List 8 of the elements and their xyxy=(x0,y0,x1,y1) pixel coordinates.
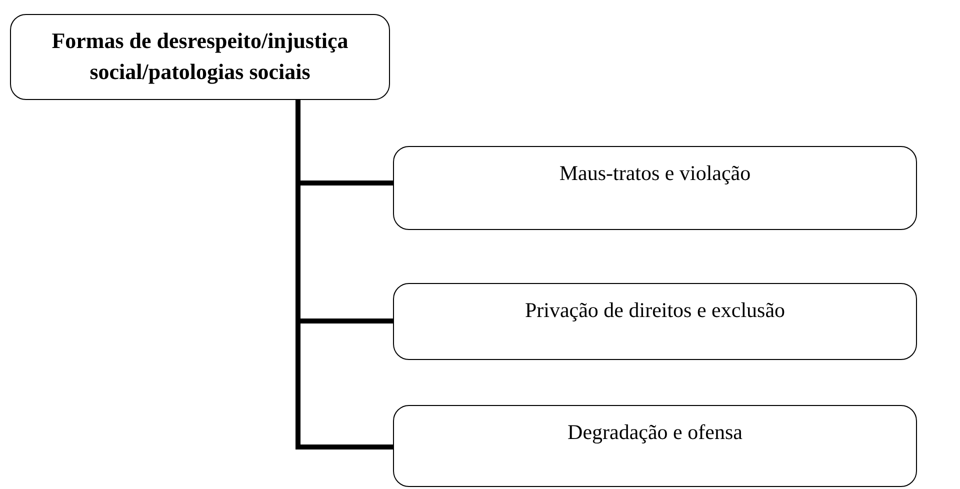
rounded-box xyxy=(393,283,917,360)
box-text: Degradação e ofensa xyxy=(568,419,742,446)
rounded-box xyxy=(393,146,917,230)
rounded-box xyxy=(10,14,390,100)
heading-text: Formas de desrespeito/injustiça social/patologias sociais xyxy=(50,27,350,86)
box-text: Maus-tratos e violação xyxy=(559,160,751,187)
rounded-box xyxy=(393,405,917,487)
box-text: Privação de direitos e exclusão xyxy=(524,297,786,324)
